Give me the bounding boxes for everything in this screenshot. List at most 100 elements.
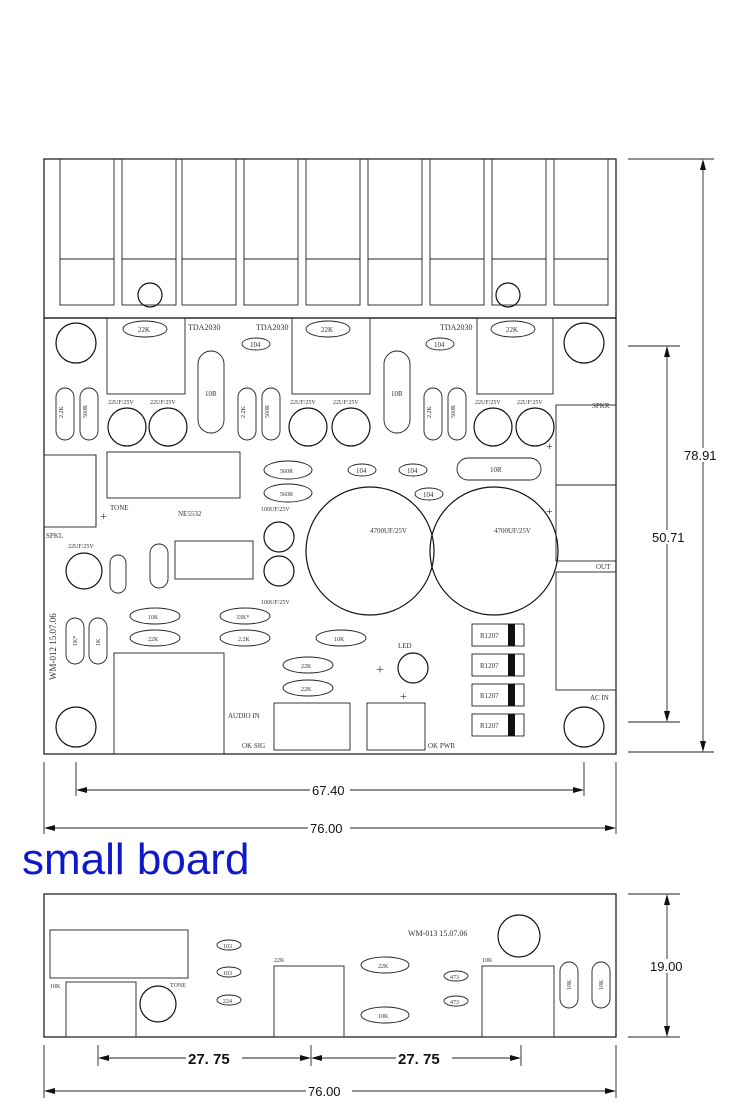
heatsink-fin [305, 158, 361, 260]
dim-width-label: 76.00 [310, 821, 343, 836]
tone-pot [106, 451, 241, 499]
heatsink-fin [553, 158, 609, 260]
heatsink-fin [429, 158, 485, 260]
rectifier-band [508, 714, 515, 736]
led-label: LED [398, 642, 412, 650]
mount-hole [55, 706, 97, 748]
heatsink [43, 158, 617, 319]
svg-text:22UF/25V: 22UF/25V [68, 544, 94, 550]
res-pair: 2.2K 560R [237, 387, 281, 441]
heatsink-fin [243, 158, 299, 260]
rectifier-label: R1207 [480, 632, 499, 640]
res-vertical: 1K* [65, 617, 85, 665]
res-mid: 2.2K [219, 629, 271, 647]
ic-label: TDA2030 [256, 323, 288, 332]
res-vertical [109, 554, 127, 594]
mount-hole [563, 706, 605, 748]
svg-text:560R: 560R [451, 405, 457, 418]
svg-text:10K: 10K [334, 637, 345, 643]
svg-text:103: 103 [223, 971, 232, 977]
ic-tda2030: TDA2030 22K [440, 317, 554, 395]
svg-text:1K: 1K [96, 638, 102, 646]
heatsink-fin [367, 158, 423, 260]
cap-22uf: 22UF/25V [288, 400, 328, 447]
cap-100uf: 100UF/25V [261, 507, 295, 553]
svg-text:22UF/25V: 22UF/25V [150, 400, 176, 406]
res-mid: 10K [129, 607, 181, 625]
cap-small: 224 [216, 994, 242, 1006]
dim-small-span-left-label: 27. 75 [188, 1051, 230, 1068]
dimension-small-height: 19.00 [628, 893, 688, 1038]
dim-height-label: 78.91 [684, 448, 717, 463]
svg-text:22K: 22K [301, 687, 312, 693]
svg-text:10R: 10R [205, 390, 217, 398]
cap-104: 104 [241, 337, 271, 351]
res-vertical-small: 10K [591, 961, 611, 1009]
out-label: OUT [596, 563, 611, 571]
svg-text:22UF/25V: 22UF/25V [333, 400, 359, 406]
dim-small-width-label: 76.00 [308, 1084, 341, 1099]
svg-text:4700UF/25V: 4700UF/25V [370, 527, 407, 535]
tone-pot-small [49, 929, 189, 979]
dim-hole-span-label: 67.40 [312, 783, 345, 798]
svg-text:560R: 560R [280, 469, 293, 475]
svg-text:2.2K: 2.2K [241, 406, 247, 419]
res-vertical [149, 543, 169, 589]
cap-22uf: 22UF/25V [107, 400, 147, 447]
heatsink-fin-base [305, 258, 361, 306]
cap-22uf: 22UF/25V [473, 400, 513, 447]
spkr-label: SPKR [592, 402, 610, 410]
cap-22uf-left: 22UF/25V [65, 544, 103, 590]
rectifier-diode [471, 683, 525, 707]
pot-knob-small [139, 985, 177, 1023]
res-mid: 22K [282, 656, 334, 674]
connector [555, 484, 617, 562]
mount-hole-small [497, 914, 541, 958]
dimension-height: 78.91 [628, 158, 720, 753]
svg-text:224: 224 [223, 999, 232, 1005]
res-10r: 10R [456, 457, 542, 481]
ic-tda2030: TDA2030 22K [106, 317, 220, 395]
ac-in-connector [555, 571, 617, 691]
svg-text:10R: 10R [490, 466, 502, 474]
svg-text:560R: 560R [280, 492, 293, 498]
tone-label: TONE [110, 504, 129, 512]
res-label: 22K [138, 326, 150, 334]
cap-104: 104 [414, 487, 444, 501]
heatsink-fin-base [553, 258, 609, 306]
transformer [113, 652, 225, 755]
svg-text:22UF/25V: 22UF/25V [290, 400, 316, 406]
heatsink-fin [59, 158, 115, 260]
ok-sig-label: OK SIG [242, 742, 265, 750]
rectifier-diode [471, 623, 525, 647]
rectifier-label: R1207 [480, 662, 499, 670]
led [397, 652, 429, 684]
svg-text:22K: 22K [378, 964, 389, 970]
svg-text:+: + [400, 689, 407, 703]
res-10r: 10R [383, 350, 411, 434]
res-mid: 33K* [219, 607, 271, 625]
rectifier-label: R1207 [480, 722, 499, 730]
small-board-code: WM-013 15.07.06 [408, 929, 467, 938]
svg-text:4700UF/25V: 4700UF/25V [494, 527, 531, 535]
svg-text:560R: 560R [83, 405, 89, 418]
cap-4700uf: 4700UF/25V [305, 486, 435, 616]
transformer-small [65, 981, 137, 1038]
rectifier-band [508, 654, 515, 676]
ic-tda2030: TDA2030 22K [256, 317, 371, 395]
ne5532-chip [174, 540, 254, 580]
audio-in-label: AUDIO IN [228, 712, 260, 720]
svg-text:+: + [546, 439, 553, 453]
res-label: 22K [506, 326, 518, 334]
cap-22uf: 22UF/25V [515, 400, 555, 447]
svg-text:473: 473 [450, 975, 459, 981]
dimension-small-width: 76.00 [43, 1045, 617, 1099]
mount-hole [55, 322, 97, 364]
heatsink-screw-hole [137, 282, 163, 308]
spkr-connector [555, 404, 617, 486]
res-560r: 560R [263, 460, 313, 480]
tone-label-small: TONE [170, 983, 186, 989]
ok-pwr-label: OK PWR [428, 742, 455, 750]
dimension-hole-span: 67.40 [75, 762, 585, 798]
